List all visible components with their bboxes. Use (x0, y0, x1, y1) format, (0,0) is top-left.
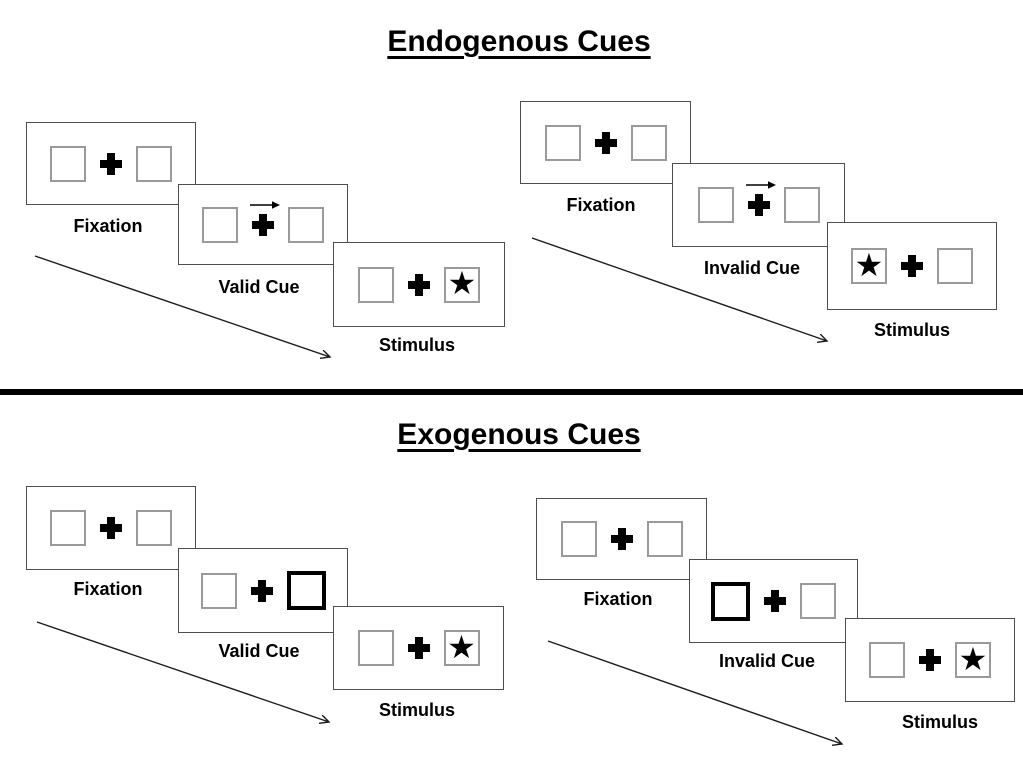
exogenous-invalid-cue-panel (689, 559, 858, 643)
target-box: ★ (443, 627, 480, 666)
plus-icon (901, 255, 923, 277)
endogenous-valid-fixation-label: Fixation (73, 216, 143, 236)
endogenous-valid-timeline-arrow (34, 255, 330, 357)
fixation-cross (901, 255, 923, 277)
fixation-cross (408, 273, 430, 296)
placeholder-box (202, 206, 238, 243)
placeholder-box (697, 187, 734, 223)
placeholder-box (136, 145, 172, 182)
endogenous-invalid-timeline-arrow (531, 237, 827, 341)
plus-icon (407, 637, 430, 659)
placeholder-box (869, 642, 905, 678)
placeholder-box (357, 630, 394, 666)
placeholder-box (50, 510, 86, 546)
placeholder-box (800, 583, 836, 619)
placeholder-box (358, 266, 394, 303)
star-target-icon: ★ (447, 264, 477, 302)
target-box: ★ (955, 642, 991, 678)
exogenous-valid-stimulus-label: Stimulus (378, 700, 456, 720)
placeholder-box (630, 124, 667, 161)
star-target-icon: ★ (854, 245, 884, 284)
exogenous-valid-cue-label: Valid Cue (218, 641, 300, 661)
placeholder-box (50, 145, 86, 182)
exogenous-invalid-fixation-panel (536, 498, 707, 580)
cue-right-arrow-icon (250, 200, 280, 209)
exogenous-invalid-stimulus-label: Stimulus (901, 712, 979, 732)
cue-highlight-box (711, 581, 750, 621)
fixation-cross (594, 131, 617, 154)
endogenous-section-title: Endogenous Cues (387, 25, 651, 58)
exogenous-invalid-stimulus-panel: ★ (845, 618, 1015, 702)
placeholder-box (288, 206, 324, 243)
placeholder-box (560, 521, 597, 557)
fixation-cross (919, 649, 941, 671)
placeholder-box (200, 572, 237, 609)
plus-icon (252, 213, 274, 236)
exogenous-invalid-cue-label: Invalid Cue (718, 651, 816, 671)
exogenous-valid-cue-panel (178, 548, 348, 633)
placeholder-box (136, 510, 172, 546)
plus-icon (100, 152, 122, 175)
plus-icon (250, 579, 273, 602)
fixation-cross (250, 579, 273, 602)
fixation-cross (250, 200, 280, 236)
section-divider (0, 389, 1023, 395)
fixation-cross (610, 528, 633, 550)
plus-icon (919, 649, 941, 671)
plus-icon (408, 273, 430, 296)
target-box: ★ (851, 248, 887, 284)
cue-highlight-box (286, 571, 326, 610)
exogenous-valid-timeline-arrow (36, 621, 329, 722)
endogenous-valid-stimulus-label: Stimulus (378, 335, 456, 355)
exogenous-valid-fixation-label: Fixation (73, 579, 143, 599)
star-target-icon: ★ (447, 627, 476, 666)
plus-icon (747, 194, 770, 216)
endogenous-valid-cue-label: Valid Cue (218, 277, 300, 297)
endogenous-valid-cue-panel (178, 184, 348, 265)
endogenous-invalid-cue-label: Invalid Cue (703, 258, 801, 278)
target-box: ★ (444, 264, 480, 303)
plus-icon (100, 517, 122, 539)
placeholder-box (646, 521, 683, 557)
endogenous-invalid-stimulus-label: Stimulus (873, 320, 951, 340)
endogenous-invalid-stimulus-panel: ★ (827, 222, 997, 310)
fixation-cross (764, 590, 786, 612)
placeholder-box (937, 248, 973, 284)
endogenous-valid-fixation-panel (26, 122, 196, 205)
endogenous-invalid-cue-panel (672, 163, 845, 247)
exogenous-invalid-fixation-label: Fixation (583, 589, 653, 609)
star-target-icon: ★ (958, 639, 988, 678)
exogenous-valid-fixation-panel (26, 486, 196, 570)
exogenous-section-title: Exogenous Cues (397, 418, 641, 451)
placeholder-box (783, 187, 820, 223)
fixation-cross (100, 152, 122, 175)
fixation-cross (745, 181, 776, 216)
fixation-cross (407, 637, 430, 659)
placeholder-box (544, 124, 581, 161)
endogenous-invalid-fixation-panel (520, 101, 691, 184)
plus-icon (610, 528, 633, 550)
plus-icon (594, 131, 617, 154)
endogenous-invalid-fixation-label: Fixation (566, 195, 636, 215)
endogenous-valid-stimulus-panel: ★ (333, 242, 505, 327)
fixation-cross (100, 517, 122, 539)
cue-right-arrow-icon (745, 181, 776, 189)
exogenous-valid-stimulus-panel: ★ (333, 606, 504, 690)
plus-icon (764, 590, 786, 612)
